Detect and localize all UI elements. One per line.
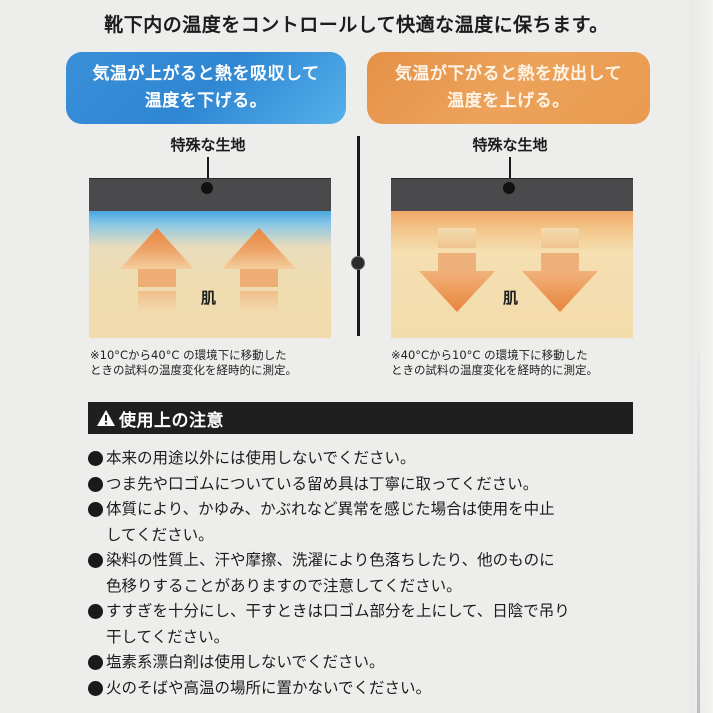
caution-item: 体質により、かゆみ、かぶれなど異常を感じた場合は使用を中止してください。 [88, 497, 648, 548]
warm-note-line2: ときの試料の温度変化を経時的に測定。 [391, 363, 598, 377]
package-edge [689, 0, 713, 713]
warning-triangle-icon [97, 410, 115, 426]
caution-item-text-cont: 色移りすることがありますので注意してください。 [106, 576, 462, 595]
caution-header: 使用上の注意 [88, 402, 633, 434]
warm-diagram: 肌 [391, 178, 633, 338]
cool-skin-label: 肌 [201, 289, 217, 307]
center-divider [357, 136, 360, 336]
warm-skin-label: 肌 [503, 289, 519, 307]
caution-item-text: すすぎを十分にし、干すときは口ゴム部分を上にして、日陰で吊り [106, 602, 570, 620]
cool-pill-line2: 温度を下げる。 [144, 91, 268, 111]
caution-item: すすぎを十分にし、干すときは口ゴム部分を上にして、日陰で吊り干してください。 [88, 599, 648, 650]
warm-fabric-label: 特殊な生地 [472, 136, 548, 154]
bullet-icon [88, 655, 103, 670]
warm-note-line1: ※40°Cから10°C の環境下に移動した [391, 348, 588, 362]
bullet-icon [88, 502, 103, 517]
arrow-down-icon [419, 228, 598, 312]
cool-note-line2: ときの試料の温度変化を経時的に測定。 [90, 363, 297, 377]
cool-effect-pill: 気温が上がると熱を吸収して 温度を下げる。 [66, 52, 346, 124]
caution-item-text: つま先や口ゴムについている留め具は丁寧に取ってください。 [106, 474, 539, 493]
arrow-up-icon [120, 228, 296, 311]
caution-item: 本来の用途以外には使用しないでください。 [88, 446, 648, 472]
warm-pill-line1: 気温が下がると熱を放出して [395, 64, 622, 84]
bullet-icon [88, 451, 103, 466]
cool-note-line1: ※10°Cから40°C の環境下に移動した [90, 348, 287, 362]
cool-leader-line [207, 157, 209, 185]
bullet-icon [88, 553, 103, 568]
caution-item-text: 塩素系漂白剤は使用しないでください。 [106, 653, 385, 671]
warm-pill-line2: 温度を上げる。 [447, 91, 570, 111]
bullet-icon [88, 680, 103, 696]
cool-skin-layer [89, 211, 331, 338]
page-title: 靴下内の温度をコントロールして快適な温度に保ちます。 [104, 14, 609, 36]
caution-item-text-cont: 干してください。 [106, 627, 230, 646]
caution-item: つま先や口ゴムについている留め具は丁寧に取ってください。 [88, 472, 648, 498]
caution-item-text: 染料の性質上、汗や摩擦、洗濯により色落ちしたり、他のものに [106, 551, 555, 569]
cool-diagram: 肌 [89, 178, 331, 338]
bullet-icon [88, 476, 103, 492]
warm-leader-dot [503, 182, 515, 194]
caution-item: 塩素系漂白剤は使用しないでください。 [88, 650, 648, 676]
edge-shadow [697, 330, 700, 713]
warm-effect-pill: 気温が下がると熱を放出して 温度を上げる。 [367, 52, 650, 124]
bullet-icon [88, 604, 103, 619]
cool-fabric-label: 特殊な生地 [170, 136, 246, 154]
cool-note: ※10°Cから40°C の環境下に移動した ときの試料の温度変化を経時的に測定。 [90, 348, 350, 378]
cool-leader-dot [201, 182, 213, 194]
caution-item-text: 火のそばや高温の場所に置かないでください。 [106, 678, 432, 697]
warm-leader-line [509, 157, 511, 185]
cool-pill-line1: 気温が上がると熱を吸収して [92, 64, 320, 84]
caution-item-text: 体質により、かゆみ、かぶれなど異常を感じた場合は使用を中止 [106, 500, 555, 518]
caution-item-text-cont: してください。 [106, 525, 214, 544]
caution-item: 染料の性質上、汗や摩擦、洗濯により色落ちしたり、他のものに色移りすることがありま… [88, 548, 648, 599]
caution-list: 本来の用途以外には使用しないでください。 つま先や口ゴムについている留め具は丁寧… [88, 446, 648, 701]
caution-title: 使用上の注意 [119, 410, 224, 431]
warm-note: ※40°Cから10°C の環境下に移動した ときの試料の温度変化を経時的に測定。 [391, 348, 651, 378]
caution-item: 火のそばや高温の場所に置かないでください。 [88, 676, 648, 702]
caution-item-text: 本来の用途以外には使用しないでください。 [106, 449, 416, 467]
divider-knot [351, 256, 365, 270]
